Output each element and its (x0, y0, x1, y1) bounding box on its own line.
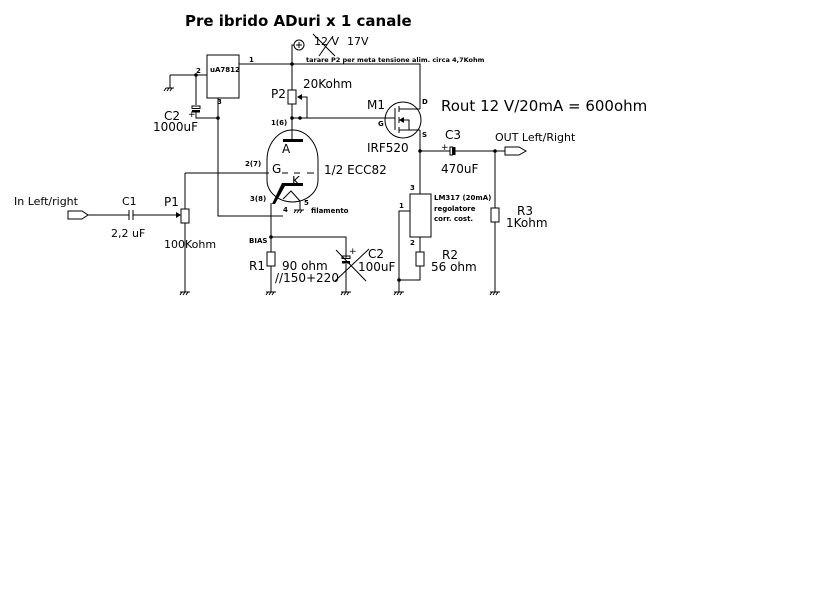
supply-old-voltage: 12 V (314, 35, 339, 48)
output-label: OUT Left/Right (495, 131, 576, 144)
c1-ref: C1 (122, 195, 137, 208)
pin-label: 1(6) (271, 119, 287, 127)
pin-label: 2 (410, 239, 415, 247)
tube-part: 1/2 ECC82 (324, 163, 387, 177)
p2-value: 20Kohm (303, 77, 352, 91)
p1-ref: P1 (164, 195, 179, 209)
r1-ref: R1 (249, 259, 265, 273)
plus-mark: + (441, 143, 449, 153)
pin-label: 2 (196, 67, 201, 75)
tube-anode: A (282, 142, 291, 156)
ground-icon (340, 291, 351, 296)
strike-mark (312, 33, 336, 57)
c3-value: 470uF (441, 162, 479, 176)
pin-label: G (378, 120, 384, 128)
pin-label: 1 (399, 202, 404, 210)
schematic-title: Pre ibrido ADuri x 1 canale (185, 12, 412, 30)
ground-icon (393, 291, 404, 296)
r1-note: //150+220 (275, 271, 339, 285)
ground-icon (265, 291, 276, 296)
output-connector: OUT Left/Right (495, 131, 576, 156)
pin-label: 2(7) (245, 160, 261, 168)
pin-label: 3(8) (250, 195, 266, 203)
heater-label: filamento (311, 207, 349, 215)
rout-note: Rout 12 V/20mA = 600ohm (441, 97, 647, 115)
input-connector: In Left/right (14, 195, 89, 220)
capacitor-c1: C1 2,2 uF (111, 195, 145, 240)
r2-ref: R2 (442, 248, 458, 262)
m1-part: IRF520 (367, 141, 409, 155)
pin-label: 4 (283, 206, 288, 214)
supply-new-voltage: 17V (347, 35, 369, 48)
r3-ref: R3 (517, 204, 533, 218)
p1-value: 100Kohm (164, 238, 216, 251)
c2-ref: C2 (164, 109, 180, 123)
lm317-desc2: corr. cost. (434, 215, 473, 223)
lm317-name: LM317 (20mA) (434, 194, 491, 202)
capacitor-c3: + C3 470uF (441, 128, 479, 176)
input-label: In Left/right (14, 195, 79, 208)
ground-symbols (179, 291, 500, 296)
resistor-r3: R3 1Kohm (490, 151, 548, 292)
r3-value: 1Kohm (506, 216, 548, 230)
pin-label: 5 (304, 199, 309, 207)
capacitor-c2-supply: + C2 1000uF (153, 105, 220, 134)
regulator-name: uA7812 (210, 66, 240, 74)
pin-label: S (422, 131, 427, 139)
plus-mark: + (188, 110, 196, 120)
mosfet-m1: M1 IRF520 D G S (367, 98, 428, 155)
ground-icon (179, 291, 190, 296)
resistor-r2: R2 56 ohm (415, 248, 477, 274)
plus-mark: + (349, 247, 357, 257)
r1-value: 90 ohm (282, 259, 328, 273)
ground-icon (489, 291, 500, 296)
pin-label: 3 (217, 98, 222, 106)
c2-bias-ref: C2 (368, 247, 384, 261)
potentiometer-p2: P2 20Kohm (271, 64, 380, 140)
tube-ecc82: A G K 1/2 ECC82 1(6) 2(7) 3(8) 4 5 filam… (245, 119, 387, 292)
c1-value: 2,2 uF (111, 227, 145, 240)
c2-bias-value: 100uF (358, 260, 396, 274)
potentiometer-p1: P1 100Kohm (164, 173, 216, 292)
r2-value: 56 ohm (431, 260, 477, 274)
regulator-ua7812: uA7812 2 1 3 (196, 54, 254, 106)
regulator-lm317: LM317 (20mA) regolatore corr. cost. 3 1 … (397, 151, 491, 292)
lm317-desc: regolatore (434, 205, 476, 213)
supply-terminal: 12 V 17V tarare P2 per meta tensione ali… (291, 33, 485, 64)
resistor-r1: R1 90 ohm //150+220 (249, 251, 339, 285)
c3-ref: C3 (445, 128, 461, 142)
m1-ref: M1 (367, 98, 385, 112)
pin-label: 3 (410, 184, 415, 192)
p2-ref: P2 (271, 87, 286, 101)
c2-value: 1000uF (153, 120, 198, 134)
pin-label: D (422, 98, 428, 106)
tube-cathode: K (292, 174, 301, 188)
tube-grid: G (272, 162, 281, 176)
pin-label: 1 (249, 56, 254, 64)
bias-label: BIAS (249, 237, 267, 245)
capacitor-c2-bias: + C2 100uF (334, 247, 396, 282)
supply-note: tarare P2 per meta tensione alim. circa … (306, 56, 485, 64)
